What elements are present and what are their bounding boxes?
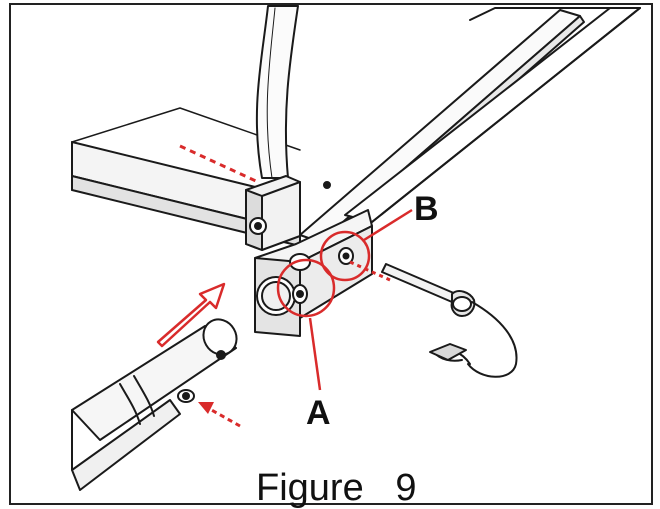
callout-circle-b — [319, 230, 371, 282]
left-frame-rail — [71, 107, 301, 247]
figure-border — [9, 3, 653, 505]
hollow-red-arrow-icon — [156, 282, 226, 348]
quick-release-pin — [381, 263, 518, 378]
upper-frame — [299, 7, 641, 251]
corner-connector — [254, 209, 373, 337]
callout-label-a: A — [306, 394, 331, 432]
callout-circles — [276, 230, 371, 318]
figure-caption: Figure 9 — [256, 467, 417, 509]
upper-clamp — [245, 175, 301, 251]
callout-label-b: B — [414, 190, 439, 228]
dotted-red-arrow-icon — [198, 402, 241, 428]
leader-line-a — [308, 317, 322, 391]
leader-line-b — [363, 208, 413, 242]
callout-circle-a — [276, 258, 336, 318]
alignment-line-top — [179, 144, 259, 184]
cross-tube — [71, 318, 238, 491]
rail-hole — [323, 181, 331, 189]
upright-bar — [255, 5, 299, 179]
